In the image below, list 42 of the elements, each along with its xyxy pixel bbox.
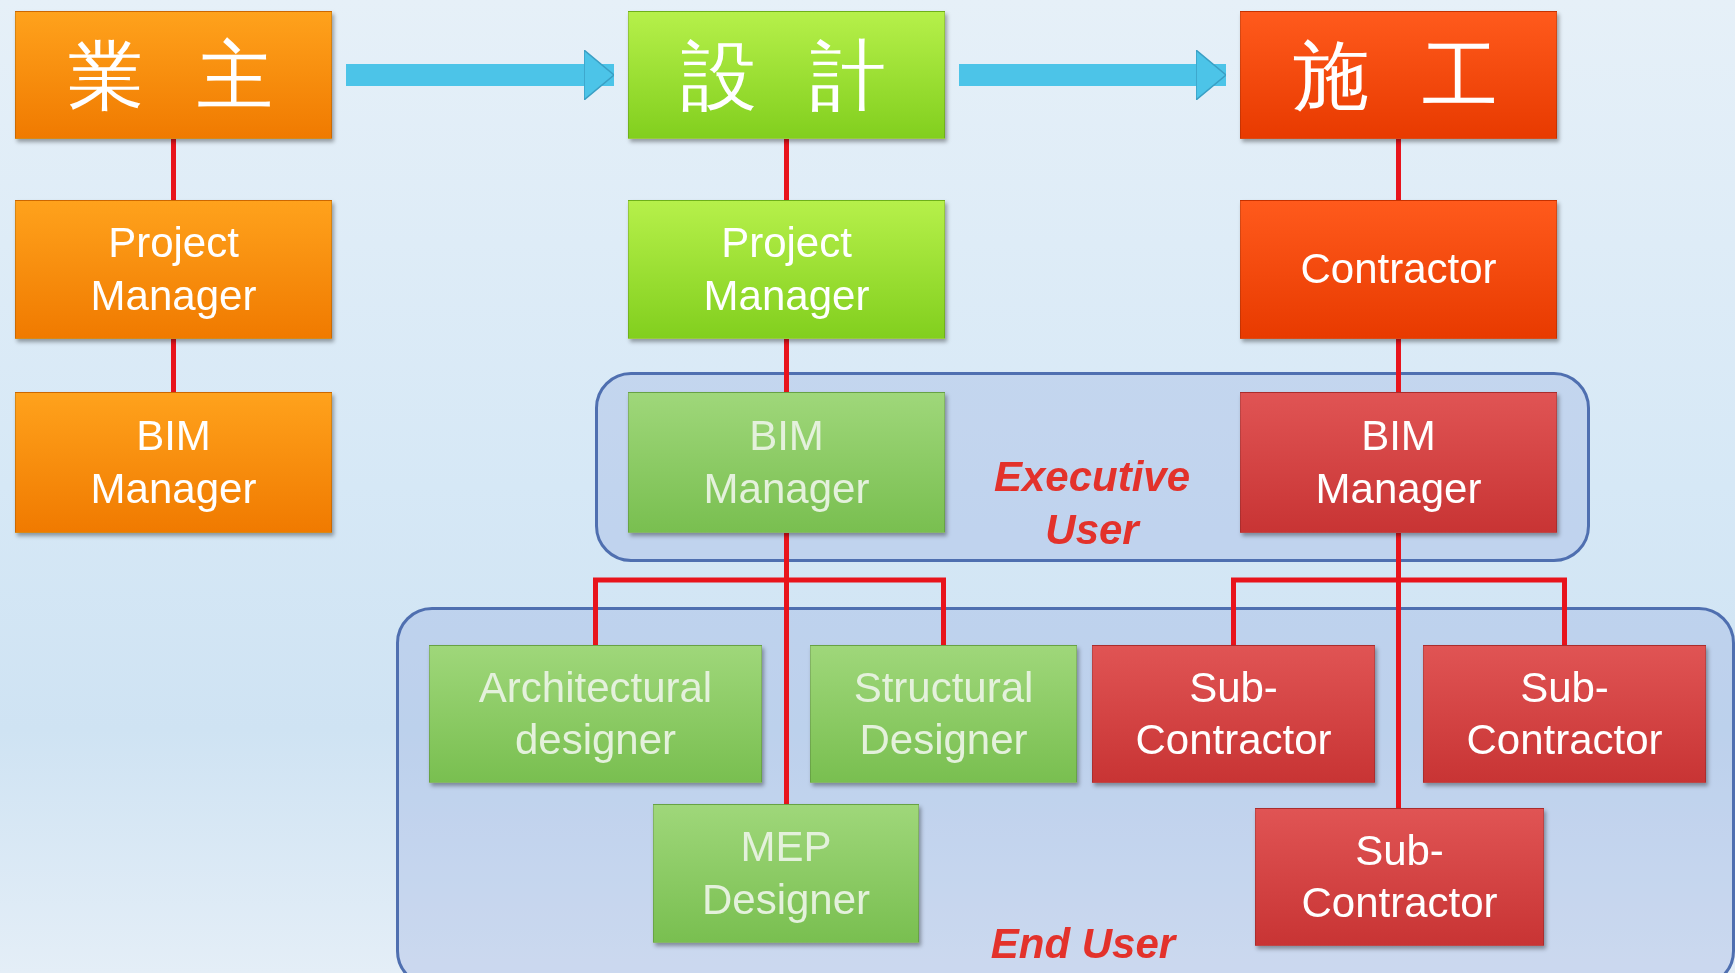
role-box <box>1240 200 1557 339</box>
role-label: Project Manager <box>702 218 871 321</box>
group-label: End User <box>989 919 1178 969</box>
role-box <box>810 645 1077 783</box>
role-box <box>1255 808 1544 946</box>
role-box <box>429 645 762 783</box>
role-label: BIM Manager <box>1314 411 1483 514</box>
connector-line <box>784 139 789 200</box>
role-box <box>653 804 919 943</box>
role-label: 業主 <box>66 29 328 122</box>
role-box <box>1092 645 1375 783</box>
role-label: Contractor <box>1299 244 1498 295</box>
role-label: BIM Manager <box>702 411 871 514</box>
role-label: Structural Designer <box>852 662 1035 765</box>
flow-arrow <box>959 49 1227 101</box>
role-box <box>1423 645 1706 783</box>
role-label: 施工 <box>1291 29 1553 122</box>
connector-line <box>1396 139 1401 200</box>
group-region <box>595 372 1590 562</box>
role-label: Sub-Contractor <box>1300 825 1499 928</box>
role-box <box>628 200 945 339</box>
role-box <box>15 392 332 533</box>
role-label: MEP Designer <box>700 822 872 925</box>
role-label: Project Manager <box>89 218 258 321</box>
role-label: Sub-Contractor <box>1134 662 1333 765</box>
connector-line <box>784 339 789 392</box>
header-box <box>628 11 945 139</box>
header-box <box>15 11 332 139</box>
flow-arrow <box>346 49 615 101</box>
role-label: 設計 <box>679 29 941 122</box>
group-label: Executive User <box>992 452 1192 555</box>
role-box <box>628 392 945 533</box>
role-label: BIM Manager <box>89 411 258 514</box>
role-box <box>15 200 332 339</box>
role-label: Architectural designer <box>477 662 714 765</box>
header-box <box>1240 11 1557 139</box>
role-label: Sub-Contractor <box>1465 662 1664 765</box>
role-box <box>1240 392 1557 533</box>
connector-line <box>1396 339 1401 392</box>
connector-line <box>171 139 176 200</box>
connector-line <box>171 339 176 392</box>
group-region <box>396 607 1735 973</box>
